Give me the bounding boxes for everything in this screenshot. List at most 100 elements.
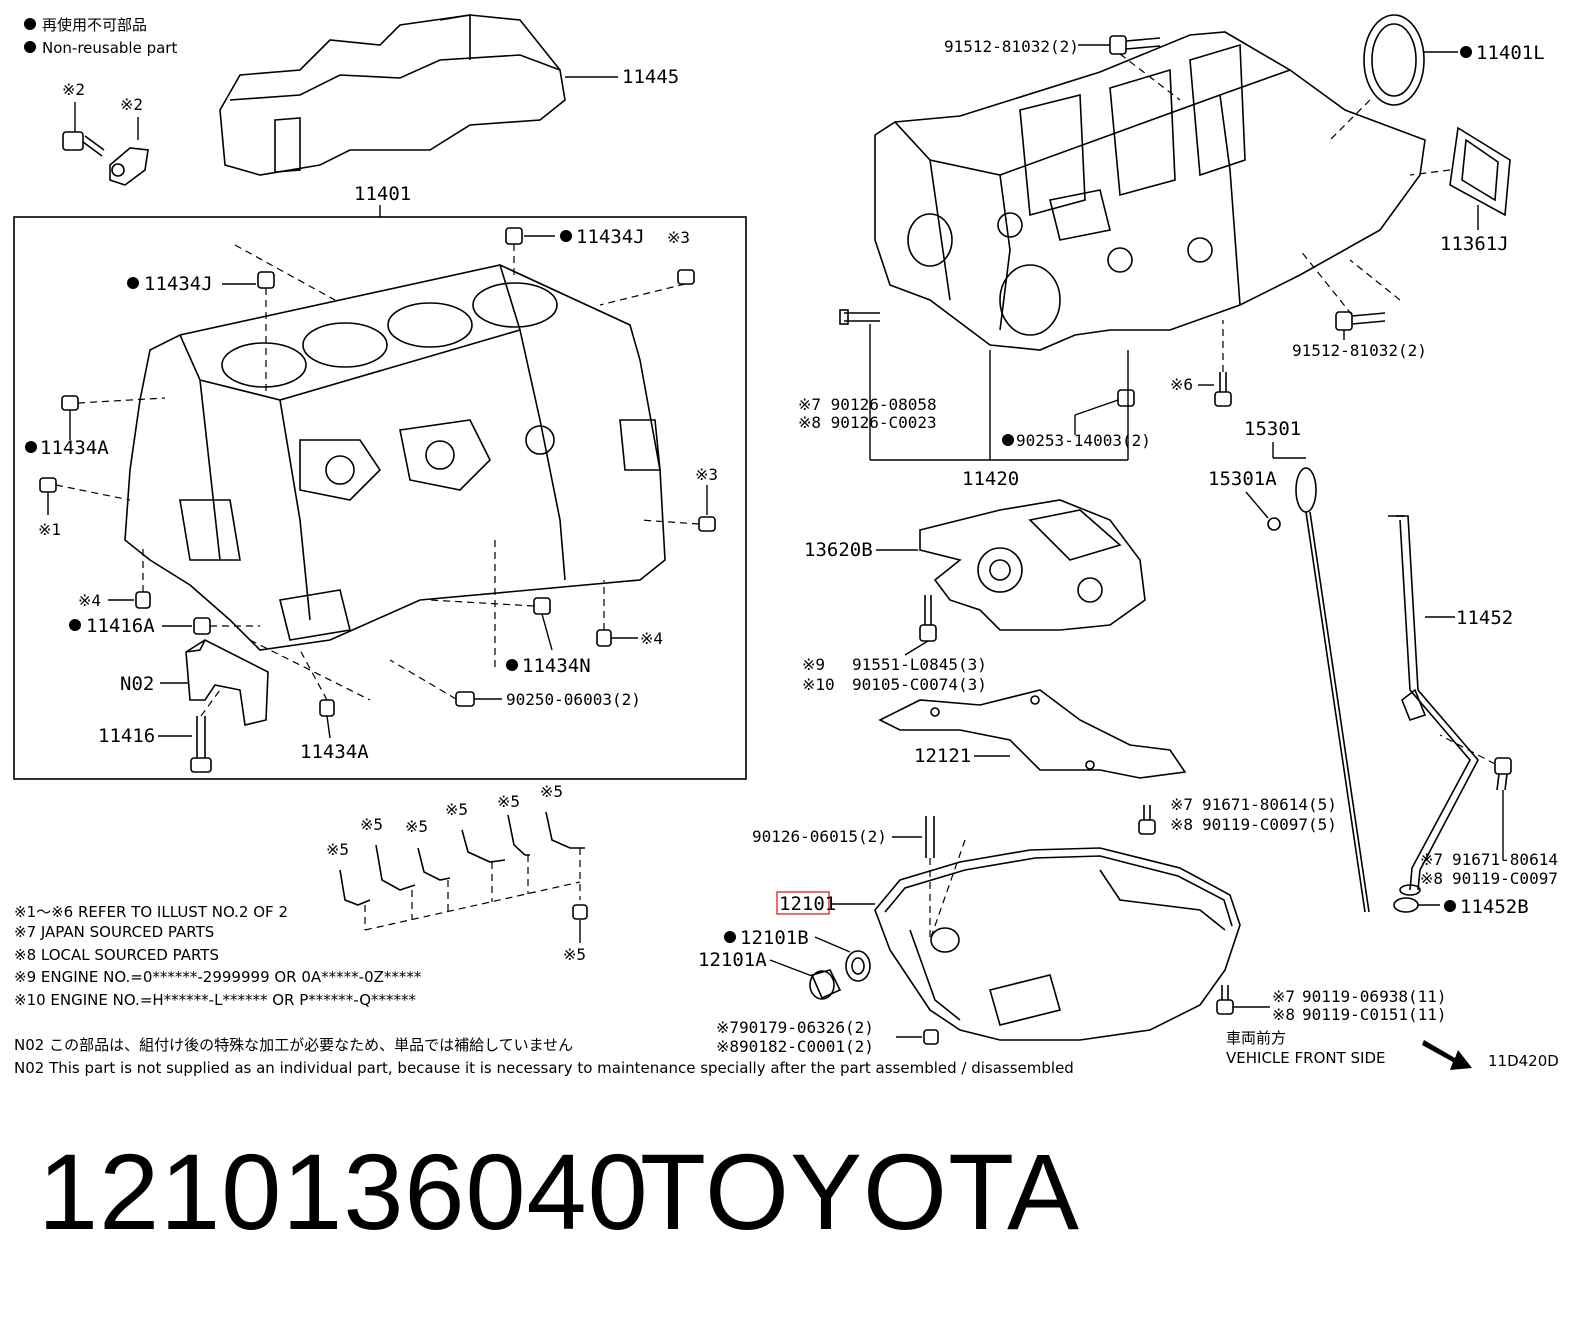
callout-11416A: 11416A: [86, 615, 155, 637]
bolt-91512-top: [1109, 35, 1161, 55]
callout-ref7-b: ※7: [1420, 850, 1443, 869]
callout-15301: 15301: [1244, 418, 1301, 440]
callout-11401L: 11401L: [1476, 42, 1545, 64]
callout-13620B: 13620B: [804, 539, 873, 561]
callout-ref3-a: ※3: [667, 228, 690, 247]
pin-ref1: [39, 477, 57, 493]
pin-11434A-left: [61, 395, 79, 411]
callout-ref5-f: ※5: [540, 782, 563, 801]
callout-90182: ※890182-C0001(2): [716, 1037, 874, 1056]
callout-90179: ※790179-06326(2): [716, 1018, 874, 1037]
stud-90126-08058: [839, 309, 880, 325]
bolt-ref6: [1214, 372, 1232, 407]
callout-90250: 90250-06003(2): [506, 690, 641, 709]
callout-11452B: 11452B: [1460, 896, 1529, 918]
callout-91512-top: 91512-81032(2): [944, 37, 1079, 56]
bolt-91671-pan: [1138, 805, 1156, 835]
part-number: 1210136040: [38, 1131, 649, 1252]
bolt-90250: [455, 691, 475, 707]
callout-12101A: 12101A: [698, 949, 767, 971]
pin-11434N: [533, 597, 551, 615]
callout-12101B: 12101B: [740, 927, 809, 949]
block-cover-11445: [219, 14, 566, 176]
pin-ref3-b: [698, 516, 716, 532]
gasket-12101B: [845, 950, 871, 982]
callout-ref10: ※10: [802, 675, 835, 694]
callout-90105: 90105-C0074(3): [852, 675, 987, 694]
illustration-code: 11D420D: [1488, 1052, 1559, 1070]
callout-15301A: 15301A: [1208, 468, 1277, 490]
callout-11416: 11416: [98, 725, 155, 747]
callout-11434N: 11434N: [522, 655, 591, 677]
callout-91512-right: 91512-81032(2): [1292, 341, 1427, 360]
highlight-box-12101: [776, 891, 830, 915]
callout-ref8-a: ※8: [1170, 815, 1193, 834]
note-1: ※1～※6 REFER TO ILLUST NO.2 OF 2: [14, 903, 288, 921]
pin-11434J-top: [505, 227, 523, 245]
note-5: ※10 ENGINE NO.=H******-L****** OR P*****…: [14, 991, 417, 1009]
stud-90126-06015: [925, 816, 935, 858]
callout-90126-C0023: ※8 90126-C0023: [798, 413, 937, 432]
front-arrow-icon: [1422, 1040, 1472, 1070]
callout-91551: 91551-L0845(3): [852, 655, 987, 674]
callout-ref5-a: ※5: [326, 840, 349, 859]
callout-11434A-left: 11434A: [40, 437, 109, 459]
callout-ref7-c: ※7: [1272, 987, 1295, 1006]
pin-11434J-left: [257, 271, 275, 289]
note-3: ※8 LOCAL SOURCED PARTS: [14, 946, 219, 964]
callout-90119-a: 90119-C0097(5): [1202, 815, 1337, 834]
note-n02-jp: N02 この部品は、組付け後の特殊な加工が必要なため、単品では補給していません: [14, 1036, 573, 1054]
brand-name: TOYOTA: [640, 1131, 1081, 1252]
callout-ref2-a: ※2: [62, 80, 85, 99]
callout-ref2-b: ※2: [120, 95, 143, 114]
bolt-91671-tube: [1494, 757, 1512, 791]
pin-ref4-a: [135, 591, 151, 609]
callout-11401: 11401: [354, 183, 411, 205]
callout-ref6: ※6: [1170, 375, 1193, 394]
legend-dot-jp: [24, 18, 36, 30]
callout-11434J-top: 11434J: [576, 226, 645, 248]
oil-pump-13620B: [919, 499, 1146, 631]
callout-ref5-d: ※5: [445, 800, 468, 819]
callout-ref3-b: ※3: [695, 465, 718, 484]
callout-90126-08058: ※7 90126-08058: [798, 395, 937, 414]
callout-ref8-b: ※8: [1420, 869, 1443, 888]
pin-11416A: [193, 617, 211, 635]
nut-90179: [923, 1029, 939, 1045]
o-ring-15301A: [1267, 517, 1281, 531]
oil-pan-12101: [874, 847, 1241, 1041]
gasket-11361J: [1449, 126, 1511, 217]
legend-dot-en: [24, 41, 36, 53]
drain-plug-12101A: [809, 969, 842, 1000]
callout-ref7-a: ※7: [1170, 795, 1193, 814]
callout-N02: N02: [120, 673, 154, 695]
callout-ref5-c: ※5: [405, 817, 428, 836]
callout-ref5-g: ※5: [563, 945, 586, 964]
pin-ref4-b: [596, 629, 612, 647]
callout-11361J: 11361J: [1440, 233, 1509, 255]
baffle-plate-12121: [878, 689, 1187, 779]
callout-11452: 11452: [1456, 607, 1513, 629]
callout-ref4-b: ※4: [640, 629, 663, 648]
callout-11434J-left: 11434J: [144, 273, 213, 295]
callout-ref5-b: ※5: [360, 815, 383, 834]
note-2: ※7 JAPAN SOURCED PARTS: [14, 923, 214, 941]
callout-ref4-a: ※4: [78, 591, 101, 610]
bolt-90119-pan: [1216, 985, 1234, 1015]
guide-tube-11452: [1388, 515, 1479, 896]
callout-90119-06938: 90119-06938(11): [1302, 987, 1447, 1006]
bearing-cap-N02: [185, 639, 269, 726]
note-n02-en: N02 This part is not supplied as an indi…: [14, 1059, 1074, 1077]
bolt-91512-right: [1335, 311, 1386, 331]
bolt-91551: [919, 595, 937, 642]
callout-90253: 90253-14003(2): [1016, 431, 1151, 450]
oil-jets-group: ※5 ※5 ※5 ※5 ※5 ※5 ※5: [326, 782, 588, 964]
callout-90119-C0151: 90119-C0151(11): [1302, 1005, 1447, 1024]
bolt-11416: [190, 716, 212, 773]
callout-12121: 12121: [914, 745, 971, 767]
pin-ref3-a: [677, 269, 695, 285]
legend-non-reusable-jp: 再使用不可部品: [42, 16, 147, 34]
bracket-ref2: [109, 117, 149, 186]
callout-91671-a: 91671-80614(5): [1202, 795, 1337, 814]
